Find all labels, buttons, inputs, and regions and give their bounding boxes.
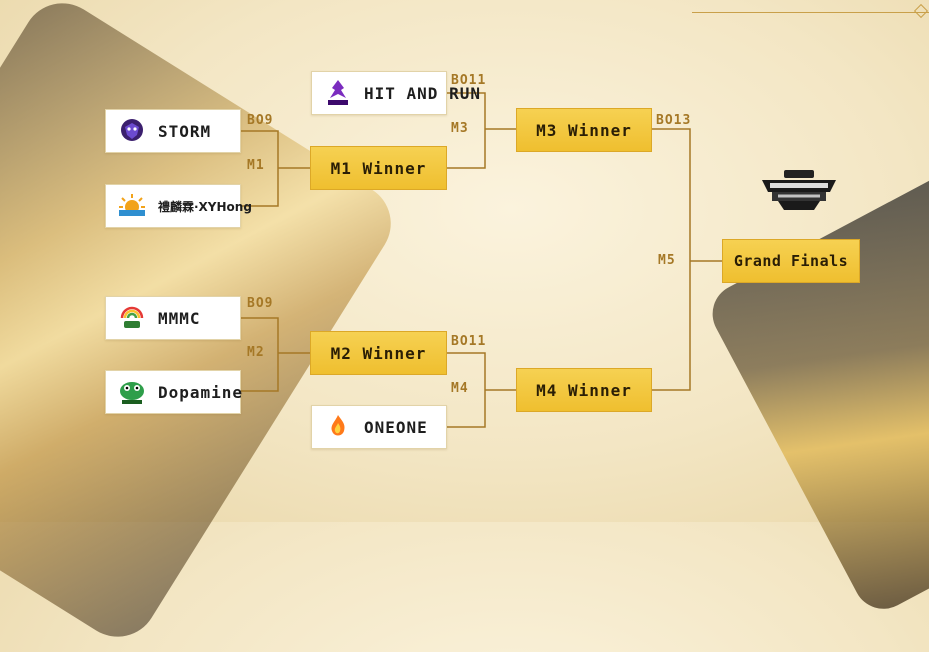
hit-and-run-logo-icon [322,77,354,109]
connector-m3 [447,92,516,169]
mmmc-logo-icon [116,302,148,334]
team-card-oneone[interactable]: ONEONE [311,405,447,449]
team-card-storm[interactable]: STORM [105,109,241,153]
connector-m2 [241,317,310,392]
xyhong-logo-icon [116,190,148,222]
format-label-m1: BO9 [247,113,274,128]
format-label-m2: BO9 [247,296,274,311]
grand-finals-slot[interactable]: Grand Finals [722,239,860,283]
championship-emblem [758,168,840,214]
match-label-m4: M4 [451,381,469,396]
match-label-m3: M3 [451,121,469,136]
connector-m4 [447,352,516,428]
match-label-m5: M5 [658,253,676,268]
connector-m5 [652,128,722,391]
decorative-frame-line [692,12,929,13]
oneone-logo-icon [322,411,354,443]
team-card-xyhong[interactable]: 禮麟霖·XYHong [105,184,252,228]
m1-winner-slot[interactable]: M1 Winner [310,146,447,190]
team-card-mmmc[interactable]: MMMC [105,296,241,340]
dopamine-logo-icon [116,376,148,408]
format-label-m4: BO11 [451,334,487,349]
team-name: HIT AND RUN [364,83,481,103]
match-label-m1: M1 [247,158,265,173]
format-label-m3: BO11 [451,73,487,88]
championship-logo-icon [762,170,836,210]
m4-winner-slot[interactable]: M4 Winner [516,368,652,412]
connector-m1 [241,130,310,207]
m2-winner-slot[interactable]: M2 Winner [310,331,447,375]
team-name: STORM [158,121,212,141]
match-label-m2: M2 [247,345,265,360]
team-name: ONEONE [364,417,428,437]
storm-logo-icon [116,115,148,147]
team-card-hit-and-run[interactable]: HIT AND RUN [311,71,480,115]
bracket-connectors [241,92,722,428]
team-name: MMMC [158,308,201,328]
m3-winner-slot[interactable]: M3 Winner [516,108,652,152]
team-name: 禮麟霖·XYHong [158,199,252,214]
team-card-dopamine[interactable]: Dopamine [105,370,244,414]
format-label-m5: BO13 [656,113,692,128]
team-name: Dopamine [158,382,244,402]
